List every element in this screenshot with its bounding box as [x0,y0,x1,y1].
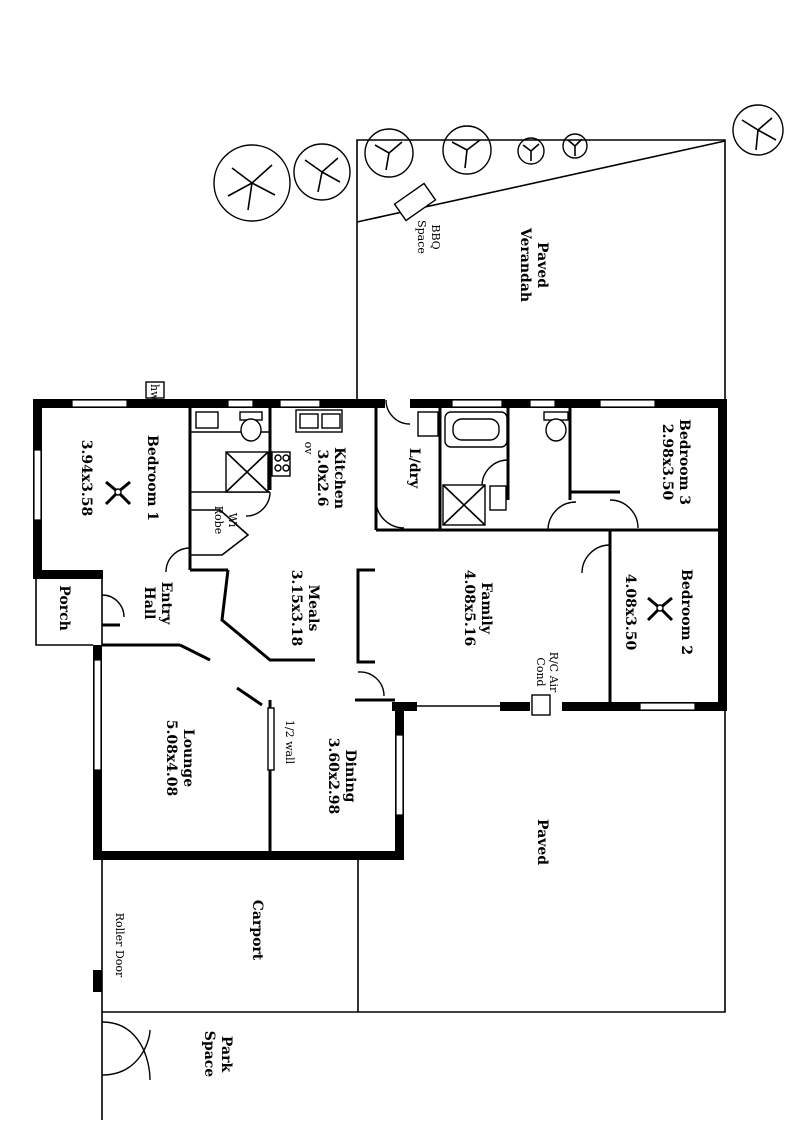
window [279,399,321,408]
hot-water-service [145,381,165,399]
window [639,702,696,711]
family-size: 4.08x5.16 [461,570,477,647]
window [33,449,42,521]
half-wall [267,707,275,771]
lounge-size: 5.08x4.08 [163,720,179,797]
entry-hall-label-2: Hall [141,587,157,620]
window [227,399,254,408]
tree-icon [732,104,784,156]
doors [101,399,639,1081]
oven-label: ov [302,442,315,456]
kitchen-size: 3.0x2.6 [314,449,330,506]
tree-icon [442,125,492,175]
tree-icon [293,143,351,201]
bbq-label-2: Space [415,220,428,254]
tree-icon [364,128,414,178]
tree-icon [517,137,545,165]
verandah-outline [356,139,726,400]
kitchen-fixtures [271,409,343,477]
paved-verandah-label-2: Verandah [517,227,533,302]
porch-label: Porch [56,585,72,631]
bbq-label: BBQ [429,224,442,249]
ceiling-fan-icon [104,480,132,506]
carport-outline [101,711,726,1013]
park-space-label: Park [218,1036,234,1073]
carport-label: Carport [249,900,265,961]
bedroom3-label: Bedroom 3 [676,419,692,505]
paved-verandah-label: Paved [534,242,550,288]
bathroom-fixtures [195,411,569,526]
tree-icon [562,133,588,159]
walkin-robe-label-2: Robe [212,506,225,534]
roller-door-post [93,970,102,992]
bedroom2-size: 4.08x3.50 [622,574,638,651]
entry-hall-label: Entry [158,582,174,626]
air-cond-label: R/C Air [547,652,560,693]
window [395,734,404,816]
lounge-label: Lounge [180,729,196,787]
hws-label: hw [148,384,161,401]
dining-label: Dining [342,750,358,803]
window [93,659,102,771]
kitchen-label: Kitchen [331,447,347,509]
ceiling-fan-icon [646,596,674,622]
walkin-robe-label: Wi [226,513,239,528]
family-label: Family [478,582,494,635]
laundry-label: L/dry [406,448,422,489]
window [529,399,556,408]
tree-icon [213,144,291,222]
meals-size: 3.15x3.18 [288,570,304,647]
window [451,399,503,408]
half-wall-label: 1/2 wall [283,720,296,765]
meals-label: Meals [305,585,321,632]
porch-outline [35,579,93,646]
bedroom1-size: 3.94x3.58 [78,440,94,517]
window [71,399,128,408]
paved-label: Paved [534,819,550,865]
bbq [393,182,437,222]
dining-size: 3.60x2.98 [325,738,341,815]
air-conditioner [531,694,551,716]
bedroom2-label: Bedroom 2 [678,569,694,655]
bedroom3-size: 2.98x3.50 [659,424,675,501]
bedroom1-label: Bedroom 1 [144,435,160,521]
roller-door-label: Roller Door [113,913,126,978]
park-space-label-2: Space [201,1031,217,1077]
window [599,399,656,408]
air-cond-label-2: Cond [534,657,547,686]
